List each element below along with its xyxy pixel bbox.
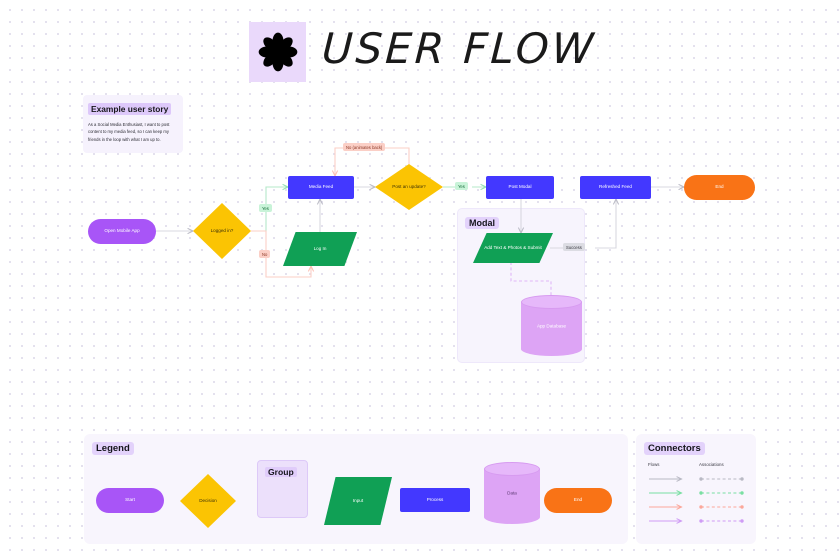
connectors-title: Connectors bbox=[644, 442, 705, 455]
connector-association-endpoint bbox=[699, 491, 703, 495]
edge-label-post-update-no: No (animates back) bbox=[343, 143, 386, 152]
input-parallelogram-shape bbox=[283, 232, 357, 266]
input-parallelogram-shape bbox=[473, 233, 553, 263]
edge-label-post-update-yes: Yes bbox=[455, 182, 468, 191]
cylinder-bottom bbox=[521, 342, 582, 356]
legend-item-process[interactable]: Process bbox=[400, 488, 470, 512]
node-log-in[interactable]: Log In bbox=[283, 232, 357, 266]
flower-asterisk-icon bbox=[249, 22, 306, 82]
connector-association-endpoint bbox=[740, 477, 744, 481]
group-modal-label: Modal bbox=[465, 217, 499, 229]
legend-item-start[interactable]: Start bbox=[96, 488, 164, 513]
connectors-column-associations: Associations bbox=[699, 462, 724, 467]
node-refreshed-feed[interactable]: Refreshed Feed bbox=[580, 176, 651, 199]
connectors-column-flows: Flows bbox=[648, 462, 660, 467]
node-post-an-update[interactable]: Post an update? bbox=[375, 164, 443, 210]
user-story-body: As a Social Media Enthusiast, I want to … bbox=[88, 122, 170, 142]
legend-item-end[interactable]: End bbox=[544, 488, 612, 513]
legend-title: Legend bbox=[92, 442, 134, 455]
input-parallelogram-shape bbox=[324, 477, 392, 525]
node-end[interactable]: End bbox=[684, 175, 755, 200]
node-open-mobile-app[interactable]: Open Mobile App bbox=[88, 219, 156, 244]
node-media-feed[interactable]: Media Feed bbox=[288, 176, 354, 199]
node-logged-in[interactable]: Logged in? bbox=[193, 203, 251, 259]
legend-panel: Legend Start Decision Group Input Proces… bbox=[84, 434, 628, 544]
cylinder-top bbox=[521, 295, 582, 309]
connector-association-endpoint bbox=[740, 519, 744, 523]
cylinder-body bbox=[521, 302, 582, 349]
connector-association-endpoint bbox=[699, 505, 703, 509]
edge-label-logged-in-no: No bbox=[259, 250, 271, 259]
connectors-swatches bbox=[649, 434, 744, 544]
legend-item-group[interactable]: Group bbox=[257, 460, 308, 518]
cylinder-bottom bbox=[484, 510, 540, 524]
user-story-card[interactable]: Example user story As a Social Media Ent… bbox=[83, 95, 183, 153]
edge-label-logged-in-yes: Yes bbox=[259, 204, 272, 213]
connectors-panel: Connectors Flows Associations bbox=[636, 434, 756, 544]
legend-item-input[interactable]: Input bbox=[324, 477, 392, 525]
edge-label-submit-success: Success bbox=[563, 243, 585, 252]
node-app-database[interactable]: App Database bbox=[521, 295, 582, 356]
cylinder-body bbox=[484, 469, 540, 517]
legend-group-label: Group bbox=[265, 467, 297, 477]
user-story-title: Example user story bbox=[88, 103, 172, 115]
node-post-modal[interactable]: Post Modal bbox=[486, 176, 554, 199]
connector-association-endpoint bbox=[740, 491, 744, 495]
node-add-text-photos-submit[interactable]: Add Text & Photos & Submit bbox=[473, 233, 553, 263]
legend-item-decision[interactable]: Decision bbox=[180, 474, 236, 528]
connector-association-endpoint bbox=[699, 477, 703, 481]
connector-association-endpoint bbox=[740, 505, 744, 509]
cylinder-top bbox=[484, 462, 540, 476]
connector-association-endpoint bbox=[699, 519, 703, 523]
legend-item-data[interactable]: Data bbox=[484, 462, 540, 524]
